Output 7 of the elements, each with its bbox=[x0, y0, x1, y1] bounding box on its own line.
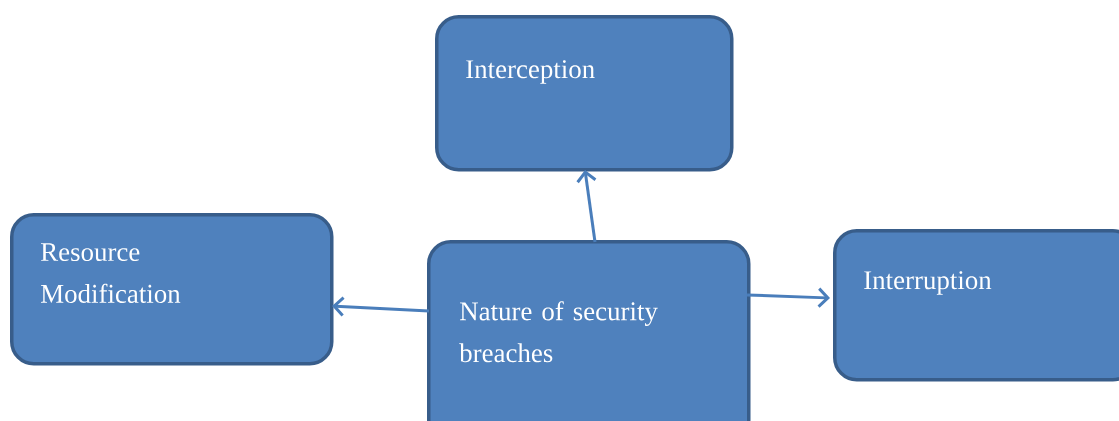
arrow bbox=[746, 287, 830, 308]
arrow bbox=[576, 170, 597, 243]
process-box: Nature of security breaches bbox=[427, 240, 751, 421]
process-box: Resource Modification bbox=[10, 213, 334, 366]
process-box: Interruption bbox=[833, 229, 1119, 382]
arrow bbox=[332, 296, 430, 317]
process-box: Interception bbox=[435, 15, 734, 172]
